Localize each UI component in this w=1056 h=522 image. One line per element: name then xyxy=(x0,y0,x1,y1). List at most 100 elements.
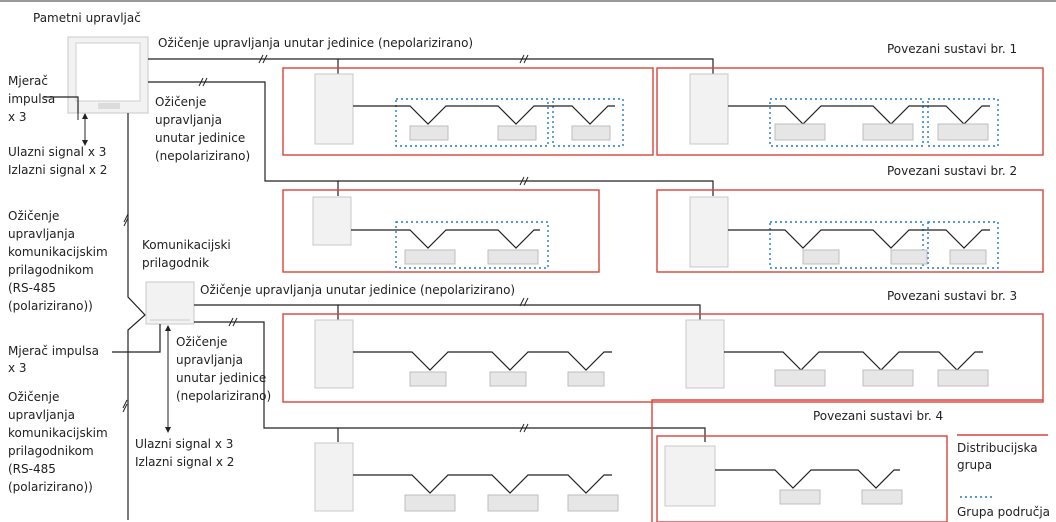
outdoor-unit xyxy=(689,73,729,145)
wire-adapter-sys3 xyxy=(194,304,339,320)
system-3-label: Povezani sustavi br. 3 xyxy=(887,289,1017,303)
indoor-unit xyxy=(409,371,447,387)
pulse-meter-bottom-2: x 3 xyxy=(8,361,27,375)
distribution-group-2b xyxy=(656,189,1044,273)
wire-sys1-right xyxy=(338,58,714,74)
outdoor-unit xyxy=(314,319,354,389)
system-4-label: Povezani sustavi br. 4 xyxy=(813,409,943,423)
area-group xyxy=(927,221,999,269)
indoor-unit xyxy=(571,125,611,141)
legend: Distribucijska grupa Grupa područja xyxy=(957,434,1050,519)
cassette-unit xyxy=(862,123,914,141)
legend-distribution-2: grupa xyxy=(957,458,992,472)
system-4-boundary xyxy=(651,399,1043,522)
adapter-label-1: Komunikacijski xyxy=(142,238,231,252)
controller-wiring-label: Ožičenje upravljanja unutar jedinice (ne… xyxy=(158,36,473,50)
cassette-unit xyxy=(404,494,456,512)
distribution-group-2a xyxy=(282,189,600,273)
pulse-meter-top-3: x 3 xyxy=(8,110,27,124)
wire-sys4-right xyxy=(338,427,706,442)
indoor-unit xyxy=(949,249,987,265)
area-group xyxy=(395,98,549,147)
cassette-unit xyxy=(774,123,826,141)
comm-wiring-bottom-1: Ožičenje xyxy=(8,390,59,404)
comm-wiring-bottom-6: (polarizirano)) xyxy=(8,480,93,494)
adapter-wiring-side-2: upravljanja xyxy=(176,353,243,367)
comm-wiring-top-2: upravljanja xyxy=(8,227,75,241)
wire-controller-sys2 xyxy=(148,81,339,196)
wire-pulse-meter-top xyxy=(44,96,79,113)
cassette-unit xyxy=(937,123,989,141)
system-3 xyxy=(282,313,1044,403)
controller-wiring-side-1: Ožičenje xyxy=(155,95,206,109)
outdoor-unit xyxy=(312,196,352,246)
distribution-group-1a xyxy=(282,67,654,156)
adapter-label-2: prilagodnik xyxy=(142,256,209,270)
system-1 xyxy=(282,67,1044,156)
adapter-wiring-side-1: Ožičenje xyxy=(176,335,227,349)
controller-wiring-side-3: unutar jedinice xyxy=(155,131,245,145)
legend-area: Grupa područja xyxy=(957,505,1050,519)
comm-wiring-top-4: prilagodnikom xyxy=(8,263,94,277)
comm-wiring-top-3: komunikacijskim xyxy=(8,245,108,259)
system-4 xyxy=(314,399,1043,522)
indoor-unit xyxy=(404,249,456,265)
indoor-unit xyxy=(487,249,539,265)
system-2-label: Povezani sustavi br. 2 xyxy=(887,164,1017,178)
legend-distribution-1: Distribucijska xyxy=(957,441,1038,455)
indoor-unit xyxy=(497,125,537,141)
area-group xyxy=(769,221,924,269)
cassette-unit xyxy=(774,369,826,387)
pulse-meter-bottom-1: Mjerač impulsa xyxy=(8,344,99,358)
communication-adapter-device xyxy=(145,281,195,325)
pulse-meter-top-2: impulsa xyxy=(8,92,55,106)
controller-wiring-side-2: upravljanja xyxy=(155,113,222,127)
cassette-unit xyxy=(487,494,539,512)
smart-controller-device xyxy=(67,36,149,114)
adapter-wiring-side-3: unutar jedinice xyxy=(176,371,266,385)
distribution-group-4 xyxy=(656,435,948,522)
area-group xyxy=(769,98,924,147)
wire-rs485-vertical xyxy=(127,113,146,520)
io-top-input: Ulazni signal x 3 xyxy=(8,145,106,159)
adapter-wiring-label: Ožičenje upravljanja unutar jedinice (ne… xyxy=(200,283,515,297)
area-group xyxy=(927,98,999,147)
wire-sys2-right xyxy=(338,180,714,196)
io-bottom-input: Ulazni signal x 3 xyxy=(135,437,233,451)
indoor-unit xyxy=(890,249,928,265)
comm-wiring-top-6: (polarizirano)) xyxy=(8,299,93,313)
system-2 xyxy=(282,189,1044,273)
io-arrows-top xyxy=(82,113,88,146)
cassette-unit xyxy=(567,494,619,512)
indoor-unit xyxy=(489,371,527,387)
indoor-unit xyxy=(567,371,605,387)
comm-wiring-bottom-2: upravljanja xyxy=(8,408,75,422)
controller-wiring-side-4: (nepolarizirano) xyxy=(155,149,250,163)
indoor-unit xyxy=(779,489,821,505)
indoor-unit xyxy=(802,249,840,265)
indoor-unit xyxy=(409,125,449,141)
outdoor-unit xyxy=(685,319,725,389)
comm-wiring-top-1: Ožičenje xyxy=(8,209,59,223)
area-group xyxy=(395,221,549,269)
io-arrows-bottom xyxy=(165,325,171,433)
distribution-group-3 xyxy=(282,313,1044,403)
wire-adapter-sys4 xyxy=(194,321,339,442)
io-top-output: Izlazni signal x 2 xyxy=(8,163,107,177)
comm-wiring-top-5: (RS-485 xyxy=(8,281,56,295)
comm-wiring-bottom-3: komunikacijskim xyxy=(8,426,108,440)
area-group xyxy=(552,98,624,147)
outdoor-unit xyxy=(689,196,729,268)
wire-controller-sys1 xyxy=(148,58,339,74)
wire-sys3-right xyxy=(338,304,701,320)
indoor-unit xyxy=(861,489,903,505)
outdoor-unit-large xyxy=(664,445,716,507)
controller-title: Pametni upravljač xyxy=(33,11,141,25)
cassette-unit xyxy=(862,369,914,387)
wire-pulse-meter-bottom xyxy=(112,324,161,353)
cassette-unit xyxy=(937,369,989,387)
outdoor-unit xyxy=(314,442,354,512)
adapter-wiring-side-4: (nepolarizirano) xyxy=(176,389,271,403)
pulse-meter-top-1: Mjerač xyxy=(8,74,48,88)
